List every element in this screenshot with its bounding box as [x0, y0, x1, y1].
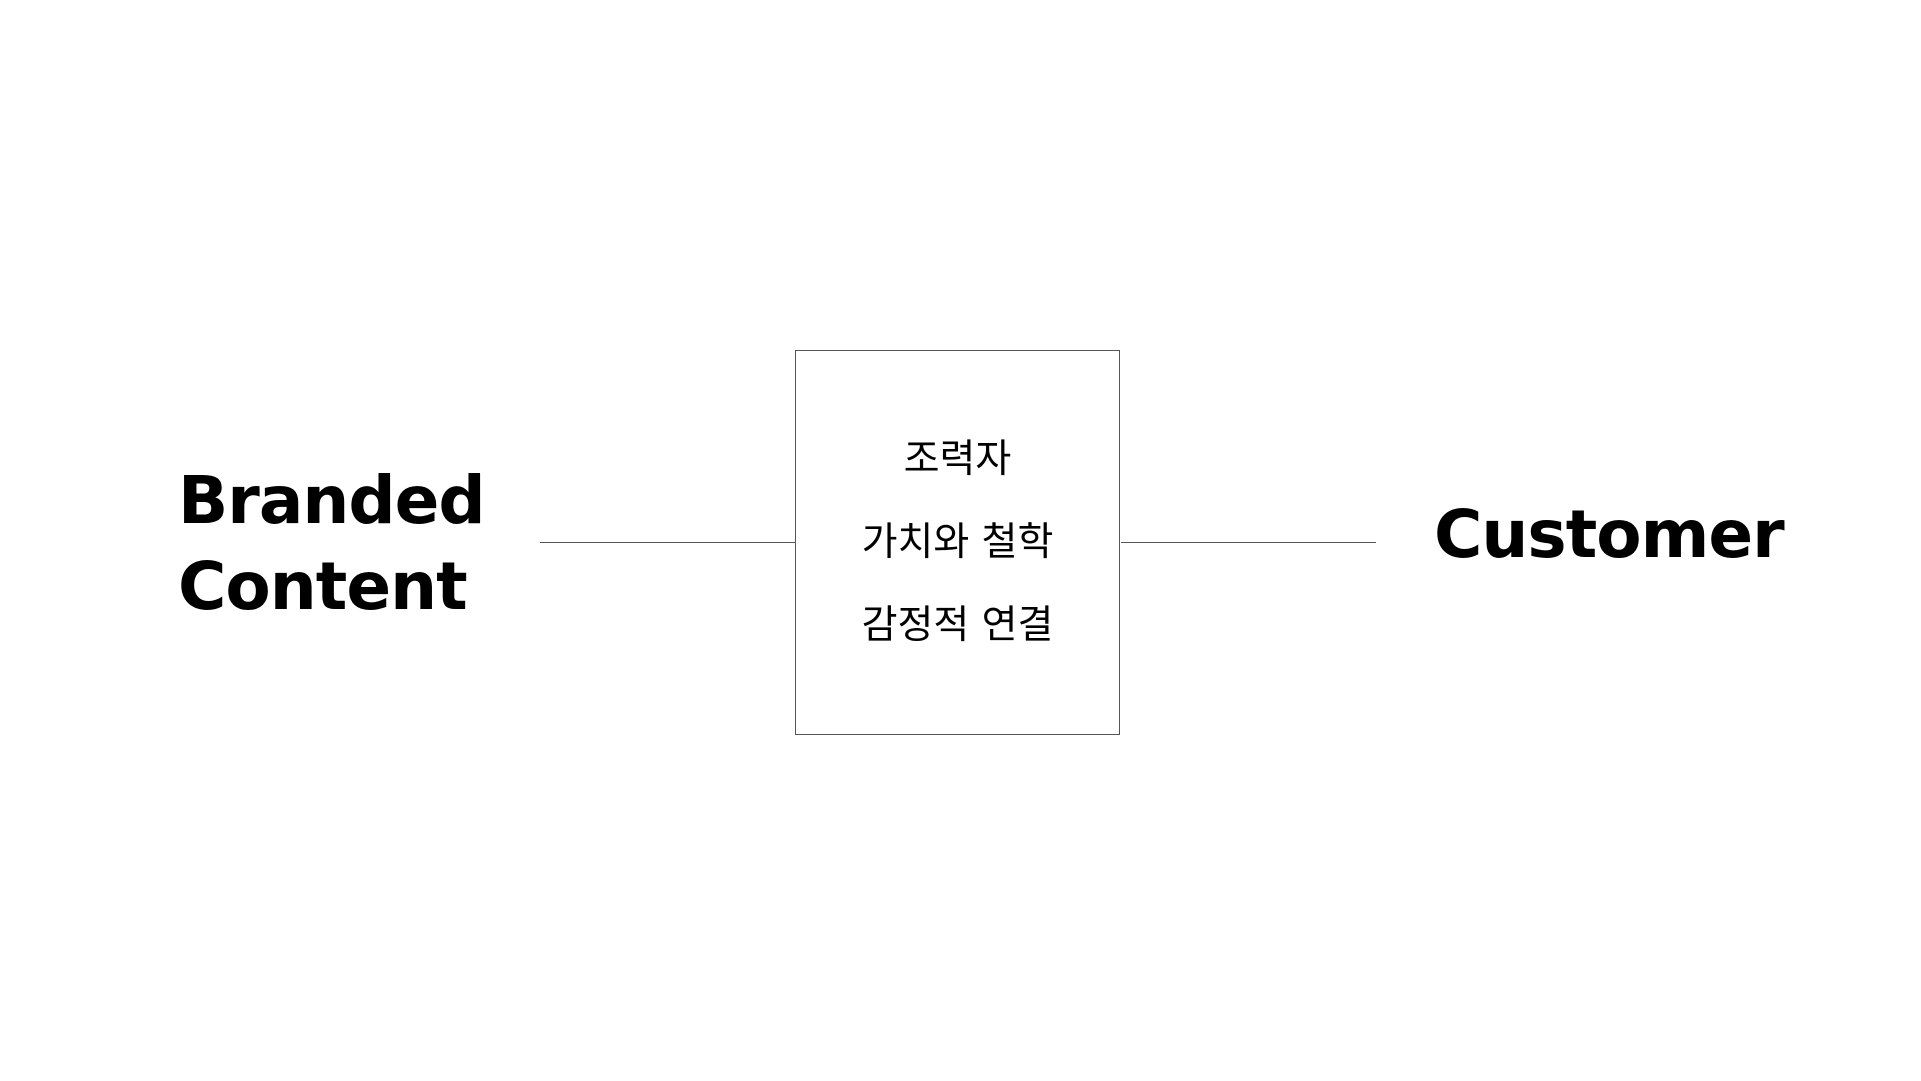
right-connector-line [1121, 542, 1376, 543]
left-connector-line [540, 542, 795, 543]
center-box-line-2: 가치와 철학 [861, 520, 1054, 565]
center-box-line-3: 감정적 연결 [861, 603, 1054, 648]
center-box-line-1: 조력자 [903, 437, 1012, 482]
left-label-line-1: Branded [178, 462, 486, 539]
center-box: 조력자 가치와 철학 감정적 연결 [795, 350, 1120, 735]
left-label-line-2: Content [178, 548, 468, 625]
customer-label: Customer [1434, 496, 1785, 573]
branded-content-label: Branded Content [178, 458, 538, 630]
